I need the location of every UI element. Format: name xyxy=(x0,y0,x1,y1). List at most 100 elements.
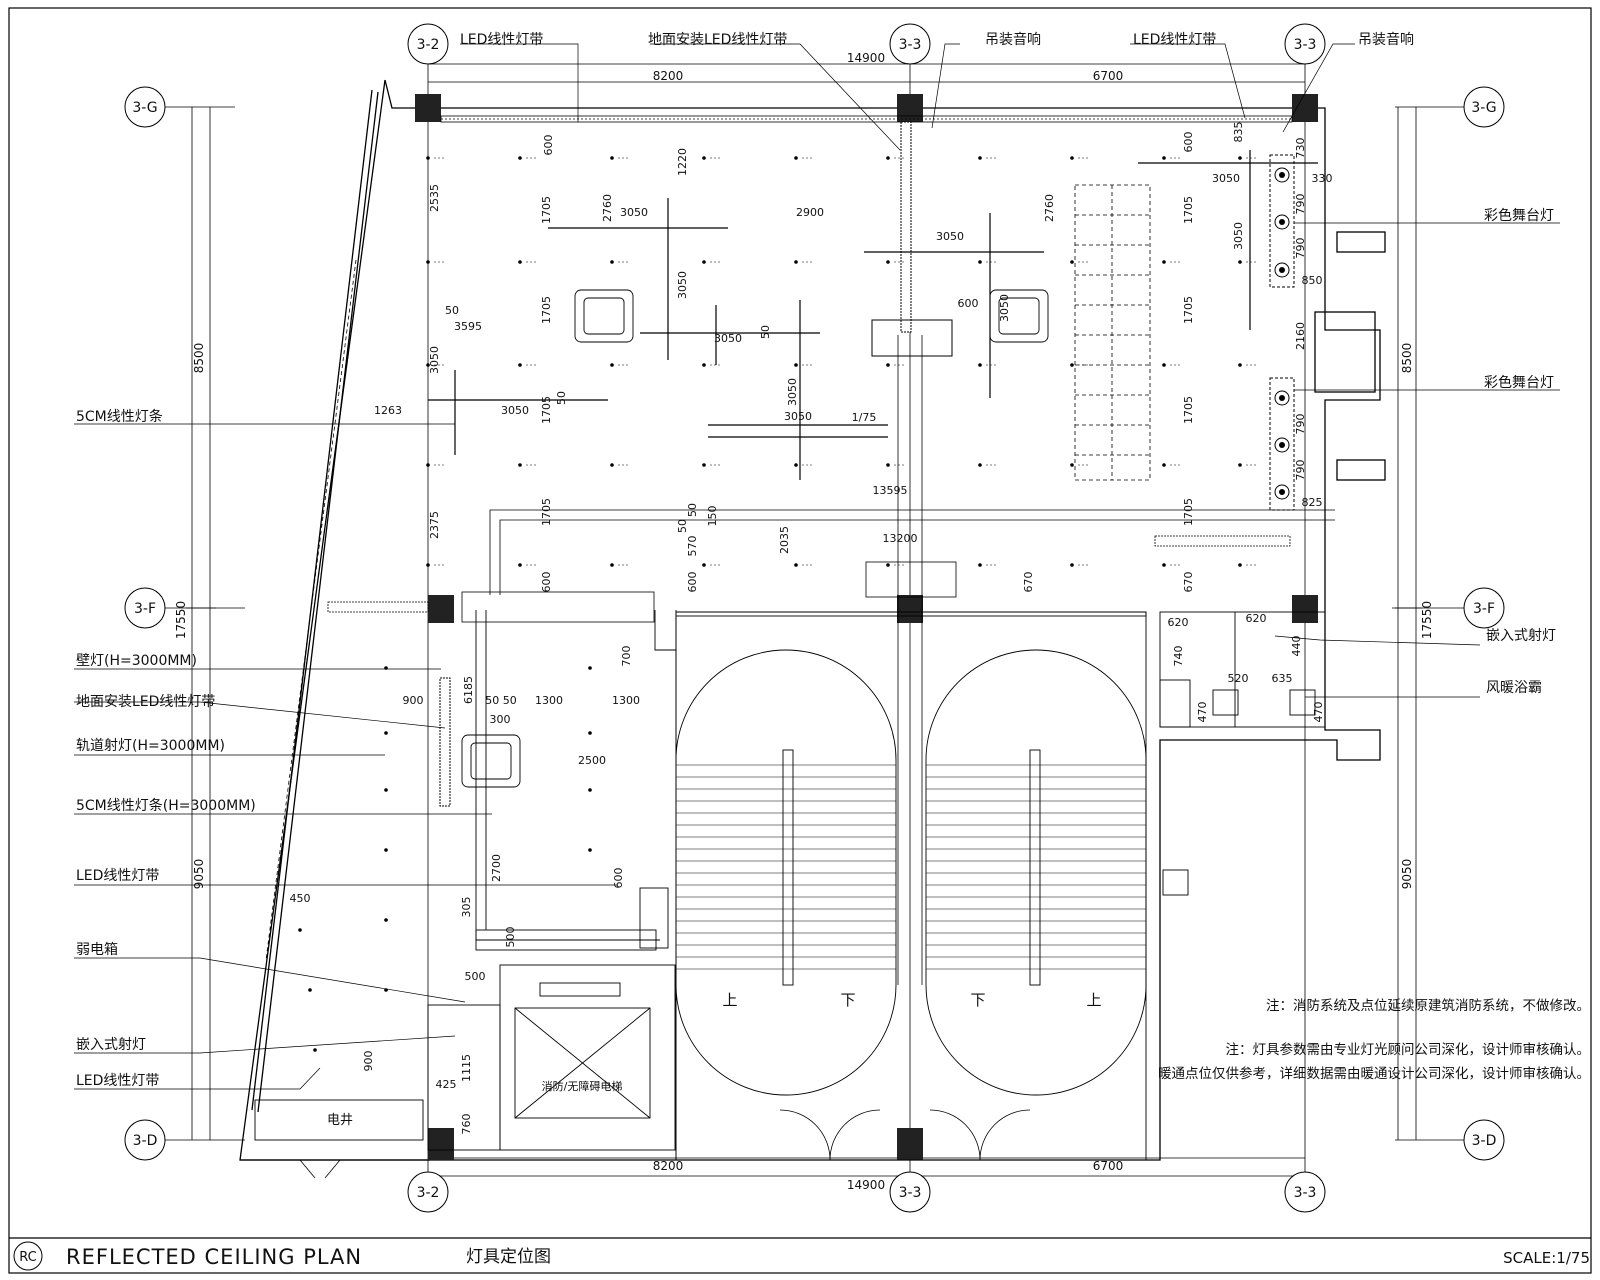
sprinkler-point xyxy=(313,1048,317,1052)
dim-label: 1705 xyxy=(1182,498,1195,526)
sprinkler-point xyxy=(1070,156,1074,160)
sprinkler-point xyxy=(978,463,982,467)
dim-label: 3050 xyxy=(1232,222,1245,250)
stage-light-core xyxy=(1279,395,1285,401)
dim-label: 900 xyxy=(362,1051,375,1072)
sprinkler-point xyxy=(384,848,388,852)
dim-label: 440 xyxy=(1290,636,1303,657)
dim-label: 330 xyxy=(1312,172,1333,185)
dim-label: 470 xyxy=(1312,702,1325,723)
sprinkler-point xyxy=(886,260,890,264)
grid-label-top-3: 3-3 xyxy=(1294,37,1317,53)
dim-label: 450 xyxy=(290,892,311,905)
dim-left-lower: 9050 xyxy=(192,859,206,890)
dim-label: 2500 xyxy=(578,754,606,767)
sprinkler-point xyxy=(978,260,982,264)
dim-label: 825 xyxy=(1302,496,1323,509)
grid-bubble-circles xyxy=(124,23,1505,1213)
dim-label: 1705 xyxy=(540,196,553,224)
dim-label: 1300 xyxy=(535,694,563,707)
callout-leaders xyxy=(74,43,1560,1090)
sprinkler-point xyxy=(298,928,302,932)
building-outline xyxy=(239,79,1386,1161)
sprinkler-point xyxy=(384,788,388,792)
dim-label: 790 xyxy=(1294,460,1307,481)
dim-bottom-right: 6700 xyxy=(1093,1159,1124,1173)
callout-recessed-spot-left: 嵌入式射灯 xyxy=(76,1037,146,1053)
callout-weak-box: 弱电箱 xyxy=(76,942,118,958)
sprinkler-point xyxy=(794,563,798,567)
dim-label: 6185 xyxy=(462,676,475,704)
sprinkler-point xyxy=(978,156,982,160)
sprinkler-point xyxy=(1070,463,1074,467)
room-labels: 电井 消防/无障碍电梯 上 下 下 上 xyxy=(327,991,1102,1128)
dim-label: 1115 xyxy=(460,1054,473,1082)
linear-light-bars xyxy=(428,150,1318,480)
dim-label: 2700 xyxy=(490,854,503,882)
callout-bath-heater: 风暖浴霸 xyxy=(1486,680,1542,696)
dim-label: 620 xyxy=(1168,616,1189,629)
dim-label: 790 xyxy=(1294,194,1307,215)
sprinkler-point xyxy=(1162,463,1166,467)
sprinkler-point xyxy=(702,156,706,160)
dim-label: 470 xyxy=(1196,702,1209,723)
dim-label: 13595 xyxy=(873,484,908,497)
dim-label: 635 xyxy=(1272,672,1293,685)
dim-label: 2375 xyxy=(428,511,441,539)
sprinkler-point xyxy=(1162,363,1166,367)
sprinkler-point xyxy=(1238,363,1242,367)
dim-label: 1/75 xyxy=(852,411,877,424)
sprinkler-point xyxy=(426,156,430,160)
callout-track-spot: 轨道射灯(H=3000MM) xyxy=(76,738,225,754)
central-fixture xyxy=(871,319,953,357)
sprinkler-point xyxy=(1070,260,1074,264)
title-chinese: 灯具定位图 xyxy=(466,1247,551,1267)
sheet-frame xyxy=(8,7,1592,1274)
callout-wall-lamp: 壁灯(H=3000MM) xyxy=(76,653,197,669)
dim-label: 425 xyxy=(436,1078,457,1091)
grid-label-right-2: 3-F xyxy=(1473,601,1495,617)
dim-label: 2035 xyxy=(778,526,791,554)
stair-label-down-a: 下 xyxy=(840,991,855,1009)
sprinkler-point xyxy=(588,731,592,735)
callout-floor-led-top: 地面安装LED线性灯带 xyxy=(648,32,787,48)
grid-ceiling-panel xyxy=(1074,184,1151,481)
sprinkler-point xyxy=(886,156,890,160)
stage-light-core xyxy=(1279,219,1285,225)
sprinkler-point xyxy=(978,563,982,567)
dim-label: 500 xyxy=(465,970,486,983)
dim-label: 1705 xyxy=(1182,196,1195,224)
dim-label: 1300 xyxy=(612,694,640,707)
dim-top-right: 6700 xyxy=(1093,69,1124,83)
callout-stage-light-a: 彩色舞台灯 xyxy=(1484,207,1554,224)
grid-label-top-2: 3-3 xyxy=(899,37,922,53)
dim-label: 50 xyxy=(686,503,699,517)
title-code: RC xyxy=(19,1250,36,1265)
dim-label: 700 xyxy=(620,646,633,667)
sprinkler-point xyxy=(886,363,890,367)
sprinkler-point xyxy=(794,463,798,467)
bathroom-zone xyxy=(1159,611,1326,896)
title-code-circle xyxy=(13,1241,43,1271)
callout-floor-led-left: 地面安装LED线性灯带 xyxy=(76,694,215,710)
dim-right-lower: 9050 xyxy=(1400,859,1414,890)
dim-label: 1220 xyxy=(676,148,689,176)
left-wall-led-strip xyxy=(439,677,451,807)
dim-label: 3595 xyxy=(454,320,482,333)
grid-label-bottom-3: 3-3 xyxy=(1294,1185,1317,1201)
dim-label: 13200 xyxy=(883,532,918,545)
dim-label: 1705 xyxy=(540,396,553,424)
sprinkler-point xyxy=(610,156,614,160)
dim-label: 305 xyxy=(460,897,473,918)
stage-light-core xyxy=(1279,489,1285,495)
note-fire-system: 注：消防系统及点位延续原建筑消防系统，不做修改。 xyxy=(1266,998,1590,1014)
drawing-notes: 注：消防系统及点位延续原建筑消防系统，不做修改。 注：灯具参数需由专业灯光顾问公… xyxy=(1158,998,1590,1082)
sprinkler-point xyxy=(1238,563,1242,567)
dim-label: 3050 xyxy=(936,230,964,243)
sprinkler-point xyxy=(518,363,522,367)
stage-light-core xyxy=(1279,442,1285,448)
note-hvac: 暖通点位仅供参考，详细数据需由暖通设计公司深化，设计师审核确认。 xyxy=(1158,1065,1590,1082)
dim-label: 2760 xyxy=(1043,194,1056,222)
dim-label: 2535 xyxy=(428,184,441,212)
